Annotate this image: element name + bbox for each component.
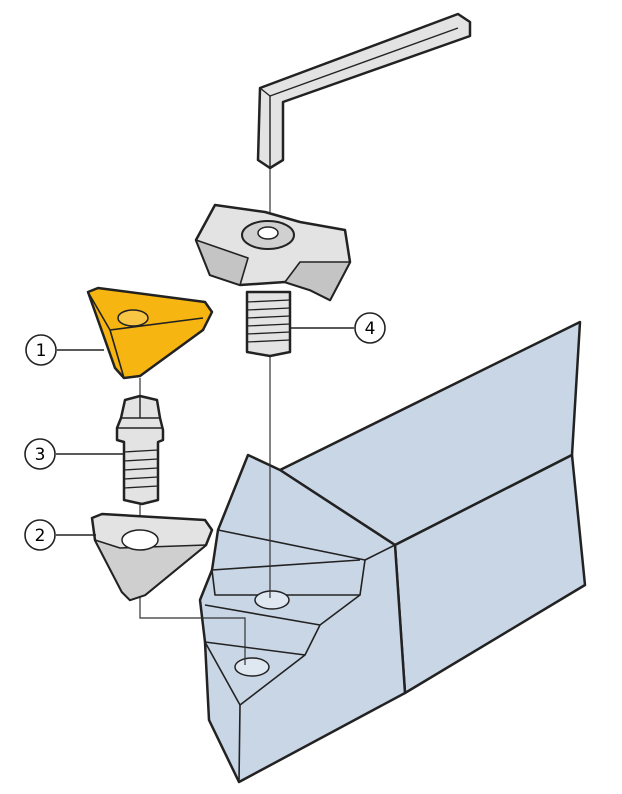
callout-label-shim-pin: 3 (35, 445, 46, 465)
shim (90, 512, 214, 602)
hex-key-icon (256, 12, 472, 170)
callout-label-shim: 2 (35, 526, 46, 546)
callout-shim-pin: 3 (24, 438, 124, 470)
callout-label-insert: 1 (36, 341, 47, 361)
hex-key (256, 12, 472, 170)
tool-holder (198, 320, 587, 784)
callout-clamp: 4 (290, 312, 386, 344)
insert-hole (117, 309, 149, 327)
callout-label-clamp: 4 (365, 319, 376, 339)
shim-hole (121, 529, 159, 551)
insert (86, 286, 214, 380)
shim-pin-threads (123, 449, 159, 489)
callout-shim: 2 (24, 519, 96, 551)
triangular-insert-icon (86, 286, 214, 380)
callout-insert: 1 (25, 334, 104, 366)
clamp-screw-hole (254, 590, 290, 610)
clamp-screw-threads (246, 299, 291, 343)
holder-holes (234, 590, 290, 677)
holder-pocket (204, 454, 573, 783)
pin-hole (234, 657, 270, 677)
hex-socket (257, 226, 279, 240)
